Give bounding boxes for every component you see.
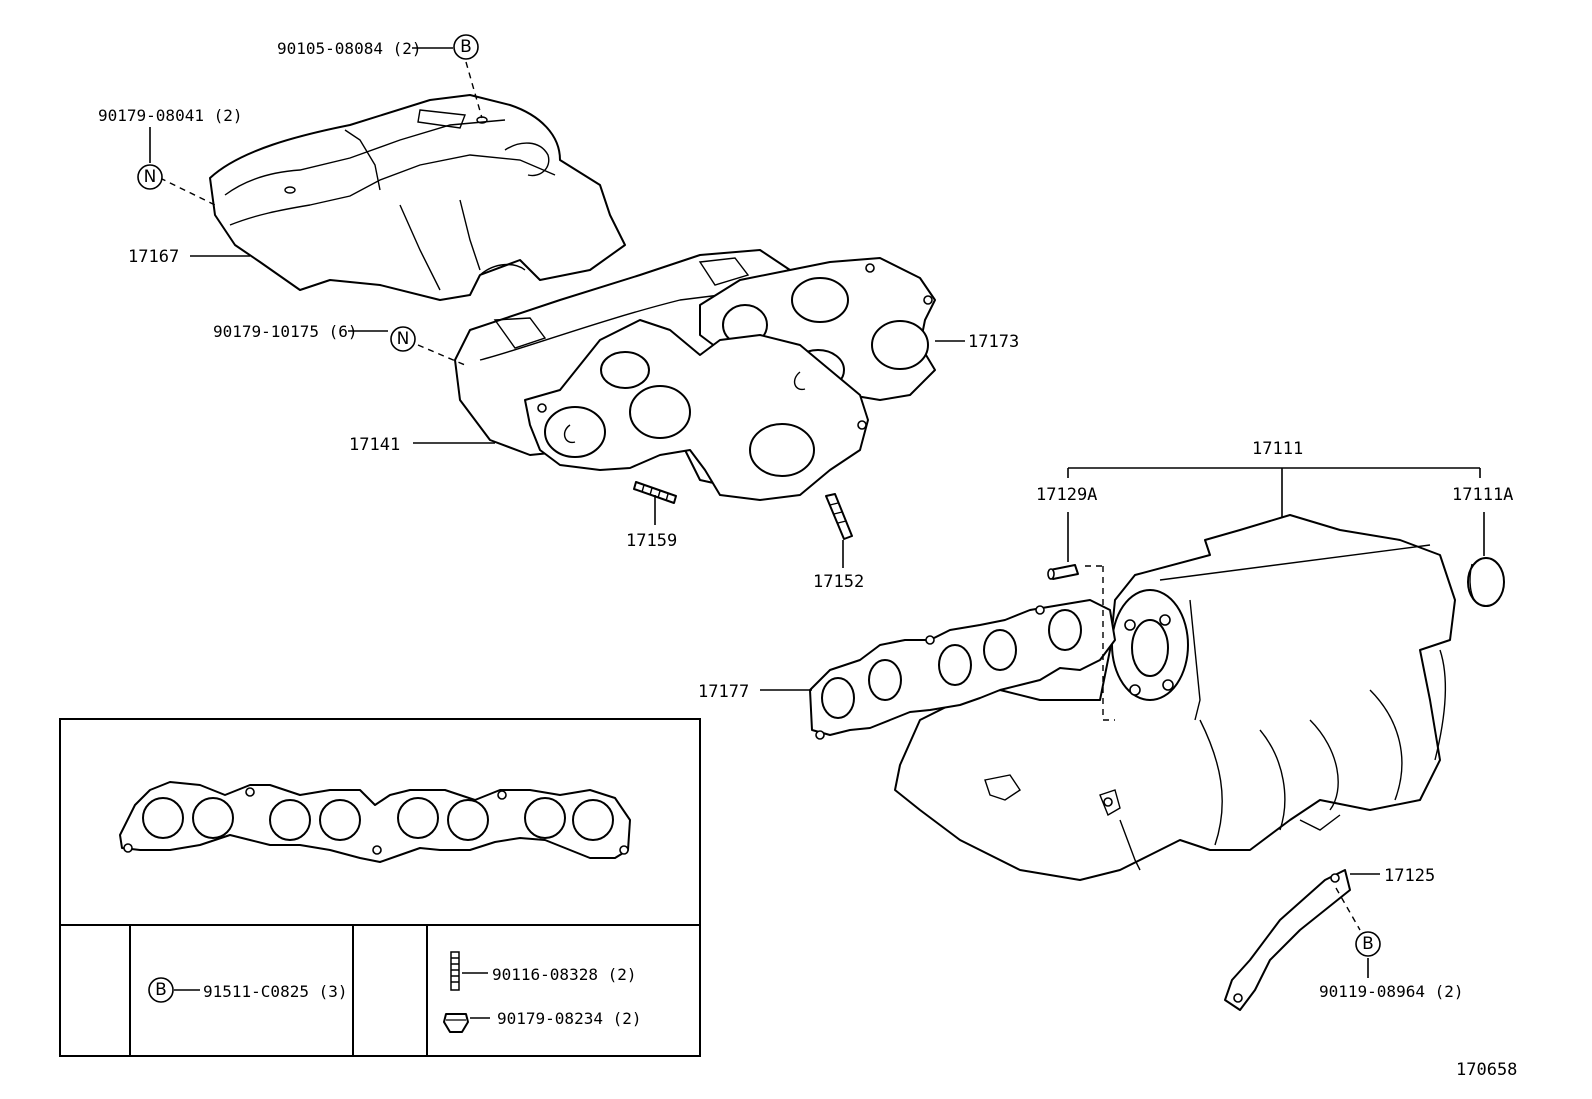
label-90179-10175: 90179-10175 (6) (213, 322, 358, 341)
stud-17152 (825, 493, 853, 540)
label-17152: 17152 (813, 572, 864, 592)
label-91511-c0825: 91511-C0825 (3) (203, 982, 348, 1001)
label-90105-08084: 90105-08084 (2) (277, 39, 422, 58)
label-17141: 17141 (349, 435, 400, 455)
pin-17129A (1047, 564, 1079, 580)
label-90179-08041: 90179-08041 (2) (98, 106, 243, 125)
label-17167: 17167 (128, 247, 179, 267)
nut-icon (443, 1013, 469, 1033)
exhaust-gasket-front (524, 319, 869, 501)
intake-manifold-17111 (894, 514, 1456, 881)
label-17125: 17125 (1384, 866, 1435, 886)
label-90116-08328: 90116-08328 (2) (492, 965, 637, 984)
svg-text:B: B (1362, 934, 1374, 954)
svg-text:B: B (460, 37, 472, 57)
marker-n-manifold: N (390, 326, 416, 352)
marker-b-kit: B (148, 977, 174, 1003)
svg-text:B: B (155, 980, 167, 1000)
label-17159: 17159 (626, 531, 677, 551)
manifold-stay-17125 (1224, 869, 1351, 1011)
marker-b-stay: B (1355, 931, 1381, 957)
exhaust-gasket-17173 (699, 257, 936, 411)
stud-bolt-icon (450, 951, 460, 991)
gasket-kit-box (59, 718, 701, 1057)
leader-lines (149, 47, 1485, 1019)
label-17173: 17173 (968, 332, 1019, 352)
figure-number: 170658 (1456, 1060, 1517, 1080)
label-17129A: 17129A (1036, 485, 1097, 505)
stud-17159 (633, 481, 677, 504)
plug-17111A (1467, 557, 1505, 607)
heat-insulator-17167 (209, 94, 626, 301)
label-90179-08234: 90179-08234 (2) (497, 1009, 642, 1028)
marker-b-top: B (453, 34, 479, 60)
svg-text:N: N (397, 329, 410, 349)
label-17177: 17177 (698, 682, 749, 702)
intake-gasket-17177 (809, 599, 1116, 740)
marker-n-insulator: N (137, 164, 163, 190)
label-17111: 17111 (1252, 439, 1303, 459)
label-17111A: 17111A (1452, 485, 1513, 505)
label-90119-08964: 90119-08964 (2) (1319, 982, 1464, 1001)
svg-text:N: N (144, 167, 157, 187)
